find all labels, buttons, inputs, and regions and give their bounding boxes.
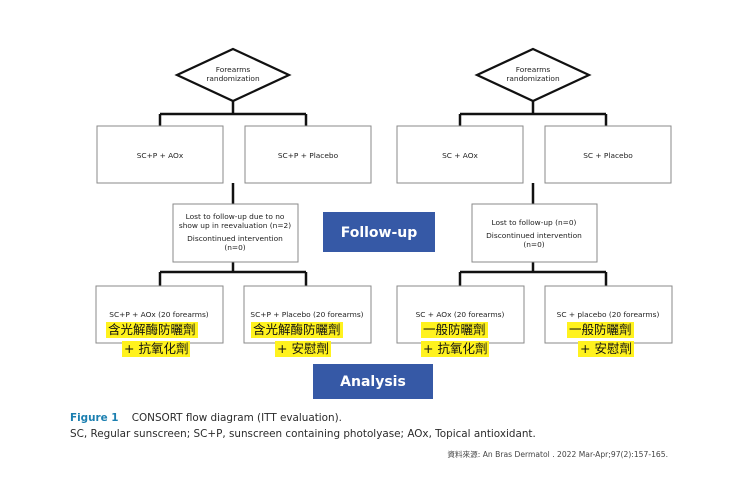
left-arm1-box: SC+P + AOx	[96, 125, 224, 184]
left-analysis2-label: SC+P + Placebo (20 forearms)	[250, 310, 363, 319]
left-connectors	[158, 101, 308, 286]
analysis-banner: Analysis	[313, 364, 433, 399]
left-randomization-line1: Forearms	[216, 65, 251, 74]
followup-banner: Follow-up	[323, 212, 435, 252]
right-followup-box: Lost to follow-up (n=0) Discontinued int…	[471, 203, 598, 263]
right-arm2-box: SC + Placebo	[544, 125, 672, 184]
right-arm1-label: SC + AOx	[442, 151, 478, 160]
right-analysis1-label: SC + AOx (20 forearms)	[416, 310, 505, 319]
figure-caption-line1: Figure 1 CONSORT flow diagram (ITT evalu…	[70, 412, 342, 424]
right-randomization-line2: randomization	[506, 74, 560, 83]
right-arm1-box: SC + AOx	[396, 125, 524, 184]
right-arm1-highlight-line2: + 抗氧化劑	[421, 341, 490, 357]
right-randomization-line1: Forearms	[516, 65, 551, 74]
left-arm2-label: SC+P + Placebo	[278, 151, 339, 160]
left-followup-line1: Lost to follow-up due to no	[186, 212, 285, 221]
right-randomization-node: Forearms randomization	[474, 47, 592, 103]
figure-caption-line2: SC, Regular sunscreen; SC+P, sunscreen c…	[70, 428, 536, 440]
right-connectors	[458, 101, 608, 286]
left-arm1-highlight-line2: + 抗氧化劑	[122, 341, 191, 357]
followup-banner-label: Follow-up	[341, 225, 418, 241]
analysis-banner-label: Analysis	[340, 374, 406, 390]
left-arm1-highlight-line1: 含光解酶防曬劑	[106, 322, 198, 338]
source-citation: 資料來源: An Bras Dermatol . 2022 Mar-Apr;97…	[447, 450, 668, 459]
left-randomization-node: Forearms randomization	[174, 47, 292, 103]
right-followup-line1: Lost to follow-up (n=0)	[492, 218, 577, 227]
right-arm2-highlight-line2: + 安慰劑	[578, 341, 634, 357]
figure-label: Figure 1	[70, 412, 119, 424]
left-arm2-box: SC+P + Placebo	[244, 125, 372, 184]
right-followup-line2: Discontinued intervention	[486, 231, 582, 240]
left-followup-line4: (n=0)	[224, 243, 245, 252]
left-followup-box: Lost to follow-up due to no show up in r…	[172, 203, 299, 263]
left-arm2-highlight-line1: 含光解酶防曬劑	[251, 322, 343, 338]
right-arm2-highlight-line1: 一般防曬劑	[567, 322, 634, 338]
left-followup-line2: show up in reevaluation (n=2)	[179, 221, 291, 230]
right-analysis2-label: SC + placebo (20 forearms)	[557, 310, 660, 319]
right-followup-line3: (n=0)	[523, 240, 544, 249]
left-followup-line3: Discontinued intervention	[187, 234, 283, 243]
right-arm1-highlight-line1: 一般防曬劑	[421, 322, 488, 338]
left-arm2-highlight-line2: + 安慰劑	[275, 341, 331, 357]
figure-title: CONSORT flow diagram (ITT evaluation).	[131, 412, 342, 424]
left-randomization-line2: randomization	[206, 74, 260, 83]
left-analysis1-label: SC+P + AOx (20 forearms)	[109, 310, 209, 319]
left-arm1-label: SC+P + AOx	[137, 151, 184, 160]
right-arm2-label: SC + Placebo	[583, 151, 633, 160]
